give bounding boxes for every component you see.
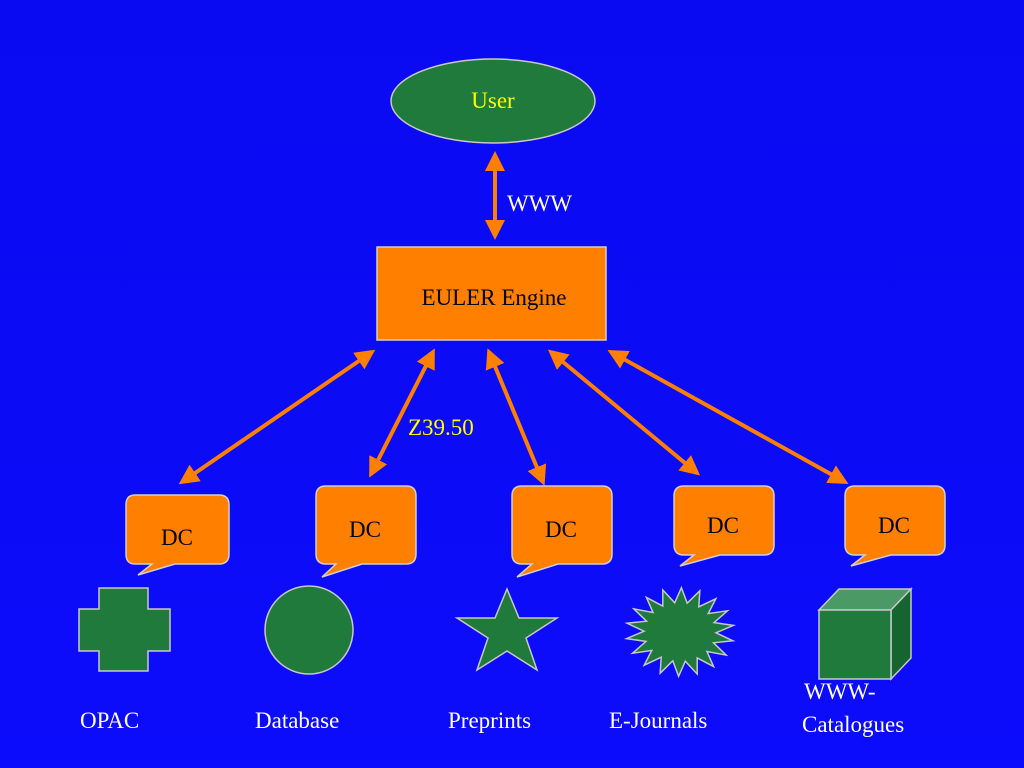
source-label-preprints: Preprints [448, 708, 532, 733]
source-label-opac: OPAC [80, 708, 140, 733]
dc-label: DC [878, 513, 910, 538]
user-node [390, 58, 596, 144]
source-label-www-catalogues-line1: WWW- [804, 679, 876, 704]
euler-engine-label: EULER Engine [421, 285, 567, 310]
source-label-ejournals: E-Journals [609, 708, 708, 733]
user-label: User [471, 88, 515, 113]
dc-bubble [315, 485, 417, 578]
engine-dc-arrow [485, 348, 547, 486]
dc-bubble [125, 494, 230, 576]
dc-bubble [511, 485, 613, 578]
source-label-database: Database [255, 708, 340, 733]
euler-engine-node [376, 246, 607, 341]
starburst-icon [623, 585, 737, 679]
source-label-www-catalogues-line2: Catalogues [802, 712, 905, 737]
dc-bubble [673, 485, 775, 567]
cube-icon [817, 587, 913, 681]
dc-label: DC [161, 525, 193, 550]
cross-icon [78, 587, 171, 672]
circle-icon [264, 585, 354, 675]
engine-dc-arrow [607, 350, 849, 484]
star-icon [454, 587, 560, 672]
dc-label: DC [545, 517, 577, 542]
z3950-connection-label: Z39.50 [408, 415, 474, 440]
engine-dc-arrow [547, 349, 701, 476]
dc-bubble [844, 485, 946, 567]
engine-dc-arrow [178, 349, 376, 485]
engine-dc-arrow [369, 348, 435, 478]
www-connection-label: WWW [507, 191, 573, 216]
dc-label: DC [349, 517, 381, 542]
dc-label: DC [707, 513, 739, 538]
